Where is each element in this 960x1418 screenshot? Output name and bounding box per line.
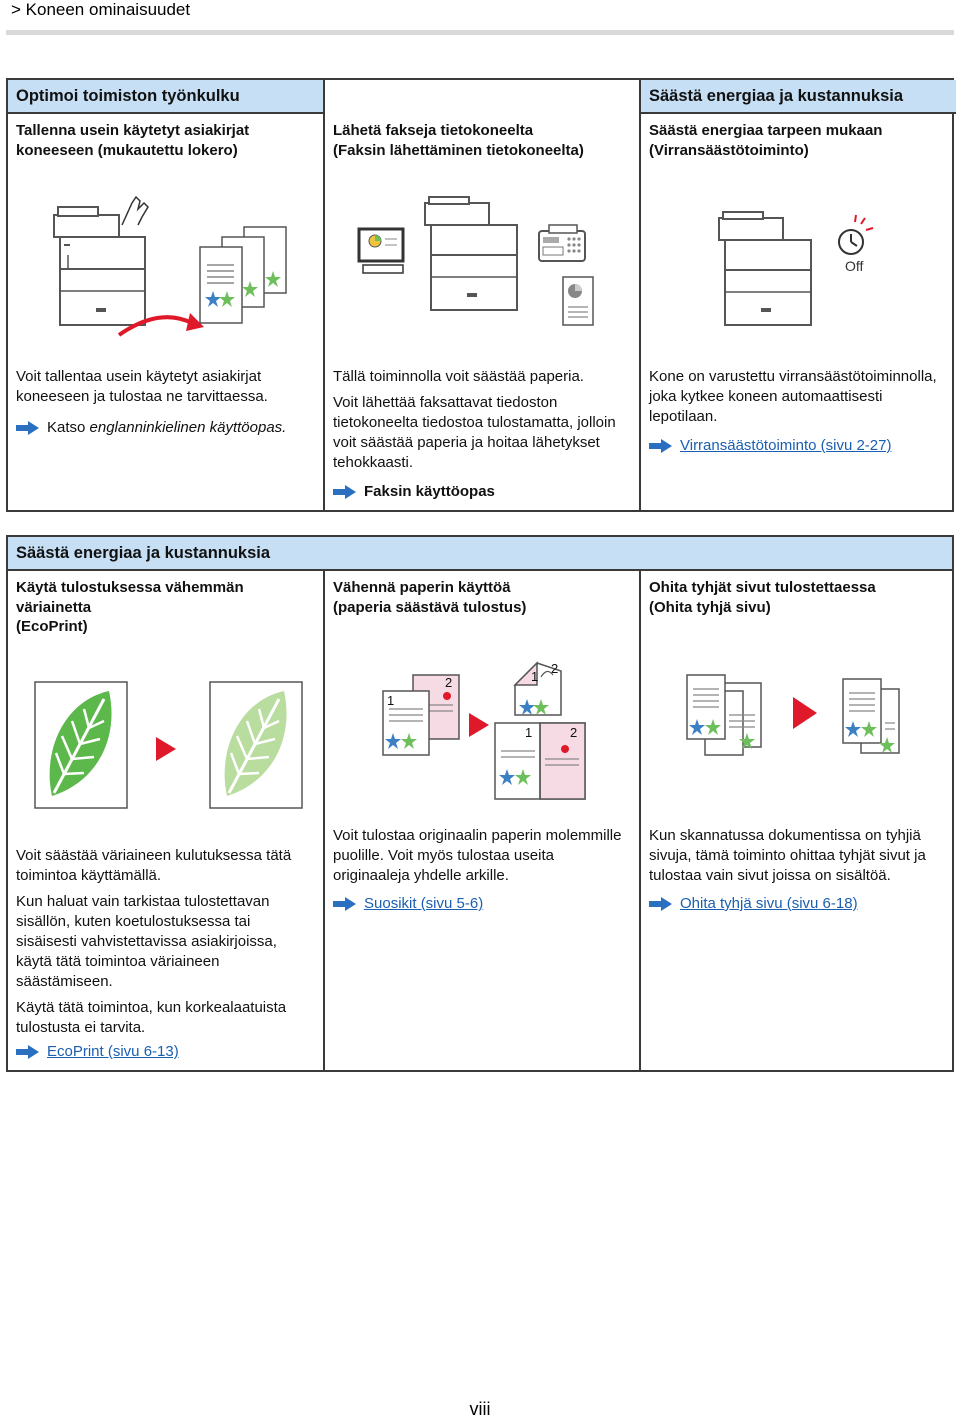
arrow-right-icon <box>469 713 489 737</box>
feature-ecoprint: Käytä tulostuksessa vähemmän väriainetta… <box>8 571 323 1070</box>
page-number-label: 2 <box>570 725 577 740</box>
reference-link[interactable]: Ohita tyhjä sivu (sivu 6-18) <box>649 895 858 912</box>
fax-icon <box>538 224 586 262</box>
reference-arrow-icon <box>333 896 356 911</box>
reference-arrow-icon <box>649 896 672 911</box>
printer-icon <box>718 211 812 326</box>
feature-description: Voit säästää väriaineen kulutuksessa tät… <box>16 847 292 1036</box>
paper-saving-illustration: 2 1 2 1 1 2 <box>382 661 586 800</box>
reference-link[interactable]: Faksin käyttöopas <box>333 483 495 500</box>
page-number-label: 1 <box>531 669 538 684</box>
arrow-right-icon <box>793 697 817 729</box>
feature-skip-blank-page: Ohita tyhjät sivut tulostettaessa (Ohita… <box>639 571 954 1070</box>
feature-title: Ohita tyhjät sivut tulostettaessa (Ohita… <box>649 579 876 616</box>
reference-arrow-icon <box>333 484 356 499</box>
leaf-light-icon <box>224 691 287 796</box>
energy-saver-illustration <box>718 211 874 326</box>
feature-title: Lähetä fakseja tietokoneelta (Faksin läh… <box>333 122 584 159</box>
reference-link[interactable]: Suosikit (sivu 5-6) <box>333 895 483 912</box>
section-band-energy: Säästä energiaa ja kustannuksia <box>8 537 952 571</box>
custom-box-illustration <box>53 195 287 337</box>
page-number-label: 1 <box>387 693 394 708</box>
header-rule <box>6 30 954 35</box>
arrow-right-icon <box>156 737 176 761</box>
computer-icon <box>357 227 405 274</box>
reference-link[interactable]: Katso englanninkielinen käyttöopas. <box>16 419 286 436</box>
section-energy-costs: Säästä energiaa ja kustannuksia Käytä tu… <box>6 535 954 1072</box>
feature-custom-box: Optimoi toimiston työnkulku Tallenna use… <box>8 80 323 510</box>
feature-title: Vähennä paperin käyttöä (paperia säästäv… <box>333 579 527 616</box>
feature-description: Voit tallentaa usein käytetyt asiakirjat… <box>16 368 268 405</box>
leaf-dark-icon <box>49 691 112 796</box>
feature-description: Tällä toiminnolla voit säästää paperia. … <box>333 368 616 471</box>
printer-icon <box>53 206 146 326</box>
feature-energy-saver: Säästä energiaa ja kustannuksia Säästä e… <box>639 80 956 510</box>
printer-icon <box>424 196 518 311</box>
page-number-label: 2 <box>551 661 558 676</box>
ecoprint-illustration <box>34 681 303 809</box>
pc-fax-illustration <box>357 196 594 326</box>
reference-arrow-icon <box>16 420 39 435</box>
reference-link[interactable]: EcoPrint (sivu 6-13) <box>16 1043 179 1060</box>
section-workflow-energy: Optimoi toimiston työnkulku Tallenna use… <box>6 78 956 512</box>
feature-paper-saving: Vähennä paperin käyttöä (paperia säästäv… <box>323 571 639 1070</box>
off-label: Off <box>845 258 864 274</box>
page-number: viii <box>469 1399 491 1418</box>
reference-arrow-icon <box>649 438 672 453</box>
feature-pc-fax: Lähetä fakseja tietokoneelta (Faksin läh… <box>323 80 639 510</box>
feature-title: Käytä tulostuksessa vähemmän väriainetta… <box>16 579 244 635</box>
feature-description: Kone on varustettu virransäästötoiminnol… <box>649 368 937 425</box>
feature-description: Voit tulostaa originaalin paperin molemm… <box>333 827 622 884</box>
page-number-label: 2 <box>445 675 452 690</box>
feature-description: Kun skannatussa dokumentissa on tyhjiä s… <box>649 827 926 884</box>
reference-link[interactable]: Virransäästötoiminto (sivu 2-27) <box>649 437 891 454</box>
skip-blank-page-illustration <box>686 674 900 756</box>
section-band-workflow: Optimoi toimiston työnkulku <box>8 80 323 114</box>
section-band-energy: Säästä energiaa ja kustannuksia <box>641 80 956 114</box>
breadcrumb[interactable]: > Koneen ominaisuudet <box>11 0 191 19</box>
page-number-label: 1 <box>525 725 532 740</box>
feature-title: Säästä energiaa tarpeen mukaan (Virransä… <box>649 122 883 159</box>
reference-arrow-icon <box>16 1044 39 1059</box>
timer-icon <box>838 214 874 255</box>
feature-title: Tallenna usein käytetyt asiakirjat konee… <box>16 122 250 159</box>
